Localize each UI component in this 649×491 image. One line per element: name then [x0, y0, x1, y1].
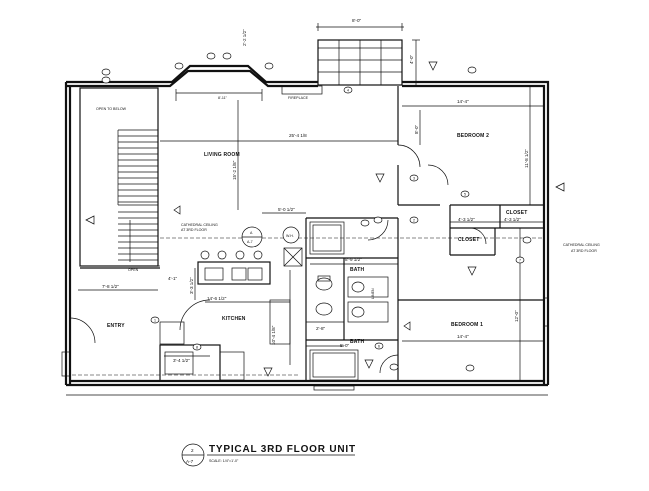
cathedral-right-line1: CATHEDRAL CEILING — [563, 243, 600, 247]
dim-deck-depth: 4'-0" — [409, 54, 414, 64]
section-callout — [241, 226, 263, 248]
dimension-lines — [72, 86, 544, 381]
dim-small-b: 5'-0" — [340, 343, 350, 348]
room-entry: ENTRY — [107, 323, 125, 329]
dim-bed2-width: 14'-4" — [457, 99, 469, 104]
door-tag-marks — [101, 52, 532, 372]
dim-stair-width: 7'-8 1/2" — [102, 284, 119, 289]
cathedral-right-line2: AT 3RD FLOOR — [571, 249, 597, 253]
water-heater-label: W.H. — [286, 234, 294, 238]
title-sheet: A-7 — [186, 459, 194, 464]
door-tag-8: 8 — [196, 346, 198, 350]
section-triangles — [85, 61, 565, 377]
dim-bay: 8'-11" — [218, 96, 228, 100]
fireplace-label: FIREPLACE — [288, 96, 309, 100]
dim-entry-width: 3'-4 1/2" — [173, 358, 190, 363]
dim-deck-width: 8'-0" — [352, 18, 362, 23]
section-callout-bottom: A-7 — [247, 240, 253, 244]
stairwell — [79, 87, 160, 269]
room-bedroom-2: BEDROOM 2 — [457, 133, 489, 139]
open-label: OPEN — [128, 268, 139, 272]
kitchen-fixtures — [159, 247, 303, 382]
open-to-below-label: OPEN TO BELOW — [96, 107, 127, 111]
dim-hall-short: 8'-0" — [414, 124, 419, 134]
dim-top-left: 2'-2 1/2" — [242, 29, 247, 46]
dim-kitchen-depth: 10'-4 1/8" — [271, 325, 276, 345]
door-swings — [367, 144, 487, 374]
door-tag-1: 1 — [154, 319, 156, 323]
door-tag-6: 6 — [378, 345, 380, 349]
dim-living-width: 25'-4 1/8 — [289, 133, 307, 138]
dim-small-a: 2'-8" — [316, 326, 326, 331]
dim-living-height: 15'-2 1/8" — [232, 160, 237, 180]
door-tag-7: 7 — [519, 259, 521, 263]
water-heater — [282, 226, 300, 244]
dim-kitchen-width: 14'-6 1/2" — [207, 296, 227, 301]
room-closet-upper: CLOSET — [506, 210, 527, 216]
room-closet-lower: CLOSET — [458, 237, 479, 243]
fireplace-hearth — [281, 85, 323, 95]
title-number: 2 — [191, 448, 194, 453]
interior-walls — [305, 86, 544, 381]
dim-counter: 5'-0 1/2" — [278, 207, 295, 212]
door-tag-4: 4 — [347, 89, 349, 93]
bath-fixtures — [309, 221, 389, 391]
drawing-title: TYPICAL 3RD FLOOR UNIT — [209, 444, 356, 455]
cathedral-left-line1: CATHEDRAL CEILING — [181, 223, 218, 227]
room-kitchen: KITCHEN — [222, 316, 246, 322]
linen-label: LINEN — [371, 288, 375, 299]
door-tag-5: 5 — [464, 193, 466, 197]
bedroom1-window — [543, 297, 549, 327]
dim-bed1-width: 14'-4" — [457, 334, 469, 339]
title-block — [181, 443, 355, 467]
door-tag-2: 2 — [413, 219, 415, 223]
dim-closet-b: 4'-3 1/2" — [504, 217, 521, 222]
room-living-room: LIVING ROOM — [204, 152, 240, 158]
room-bath-upper: BATH — [350, 267, 365, 273]
dim-bed2-height: 11'-8 1/2" — [524, 149, 529, 168]
rear-deck — [316, 23, 420, 86]
entry-door — [61, 317, 96, 377]
dim-kitchen-vert: 3'-3 1/2" — [189, 277, 194, 294]
dim-closet-a: 4'-3 1/2" — [458, 217, 475, 222]
bay-window — [175, 89, 263, 101]
cathedral-left-line2: AT 3RD FLOOR — [181, 228, 207, 232]
dim-kitchen-height: 4'-1" — [168, 276, 178, 281]
door-tag-3: 3 — [413, 177, 415, 181]
room-bedroom-1: BEDROOM 1 — [451, 322, 483, 328]
exterior-walls — [64, 64, 550, 396]
section-callout-top: A — [250, 231, 253, 235]
dim-bed1-height: 12'-0" — [514, 310, 519, 322]
drawing-scale: SCALE: 1/4"=1'-0" — [209, 459, 239, 463]
dim-bath-width: 8'-9 1/2" — [345, 257, 362, 262]
room-bath-lower: BATH — [350, 339, 365, 345]
